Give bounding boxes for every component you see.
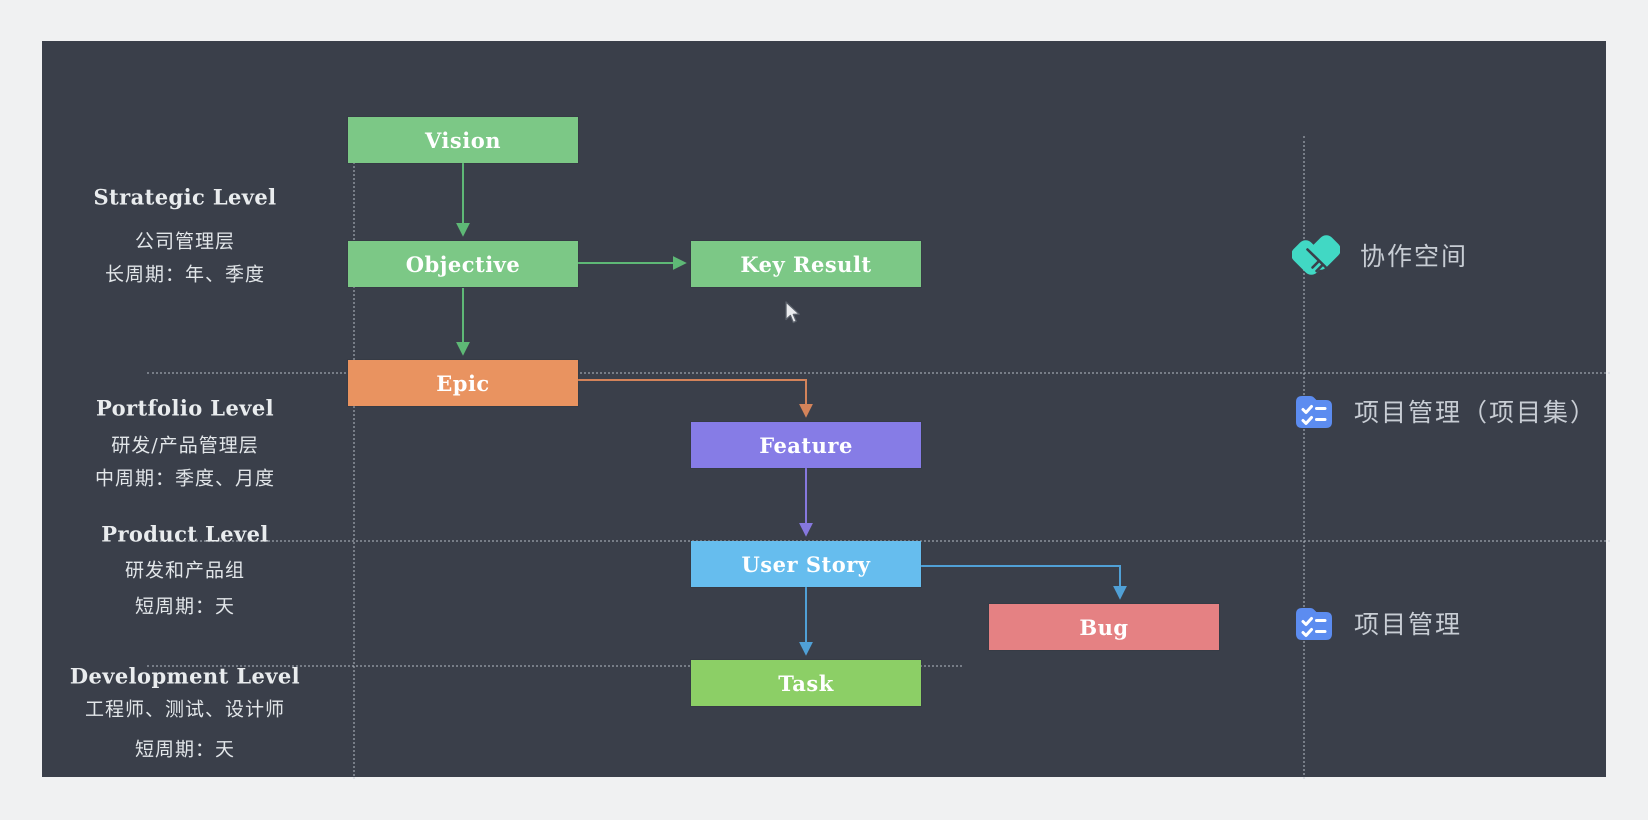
handshake-icon [1291,232,1341,278]
lane-cycle-strategic: 长周期：年、季度 [104,263,265,286]
lane-cycle-development: 短周期：天 [134,738,235,761]
lane-audience-strategic: 公司管理层 [134,230,235,253]
checklist-folder-icon [1294,392,1334,430]
mapping-label: 协作空间 [1360,243,1469,271]
node-vision-label: Vision [425,127,501,153]
mapping-project-management-program: 项目管理（项目集） [1294,392,1597,430]
mouse-cursor-icon [783,301,803,325]
lane-cycle-product: 短周期：天 [134,595,235,618]
lane-audience-development: 工程师、测试、设计师 [84,698,285,721]
mapping-label: 项目管理 [1354,611,1463,639]
node-bug[interactable]: Bug [989,604,1219,650]
node-epic-label: Epic [436,370,490,396]
lane-cycle-portfolio: 中周期：季度、月度 [94,467,275,490]
node-bug-label: Bug [1079,614,1129,640]
node-feature[interactable]: Feature [691,422,921,468]
node-key-result-label: Key Result [740,251,872,277]
lane-title-strategic: Strategic Level [93,184,277,210]
node-vision[interactable]: Vision [348,117,578,163]
mapping-label: 项目管理（项目集） [1354,399,1598,427]
lane-title-development: Development Level [69,663,301,689]
node-epic[interactable]: Epic [348,360,578,406]
diagram-panel [42,41,1610,779]
lane-audience-portfolio: 研发/产品管理层 [111,434,259,457]
lane-divider-product-development [147,665,962,667]
lane-title-product: Product Level [101,521,269,547]
node-task-label: Task [778,670,834,696]
node-objective[interactable]: Objective [348,241,578,287]
lane-audience-product: 研发和产品组 [124,559,245,582]
node-objective-label: Objective [405,251,521,277]
node-key-result[interactable]: Key Result [691,241,921,287]
node-feature-label: Feature [759,432,853,458]
mapping-collaboration-space: 协作空间 [1291,232,1469,278]
lane-divider-vertical-right [1303,136,1305,779]
lane-divider-strategic-portfolio [147,372,1610,374]
lane-divider-vertical-left [353,139,355,779]
node-user-story[interactable]: User Story [691,541,921,587]
mapping-project-management: 项目管理 [1294,604,1462,642]
node-task[interactable]: Task [691,660,921,706]
node-user-story-label: User Story [741,551,871,577]
lane-title-portfolio: Portfolio Level [96,395,274,421]
checklist-folder-icon [1294,604,1334,642]
